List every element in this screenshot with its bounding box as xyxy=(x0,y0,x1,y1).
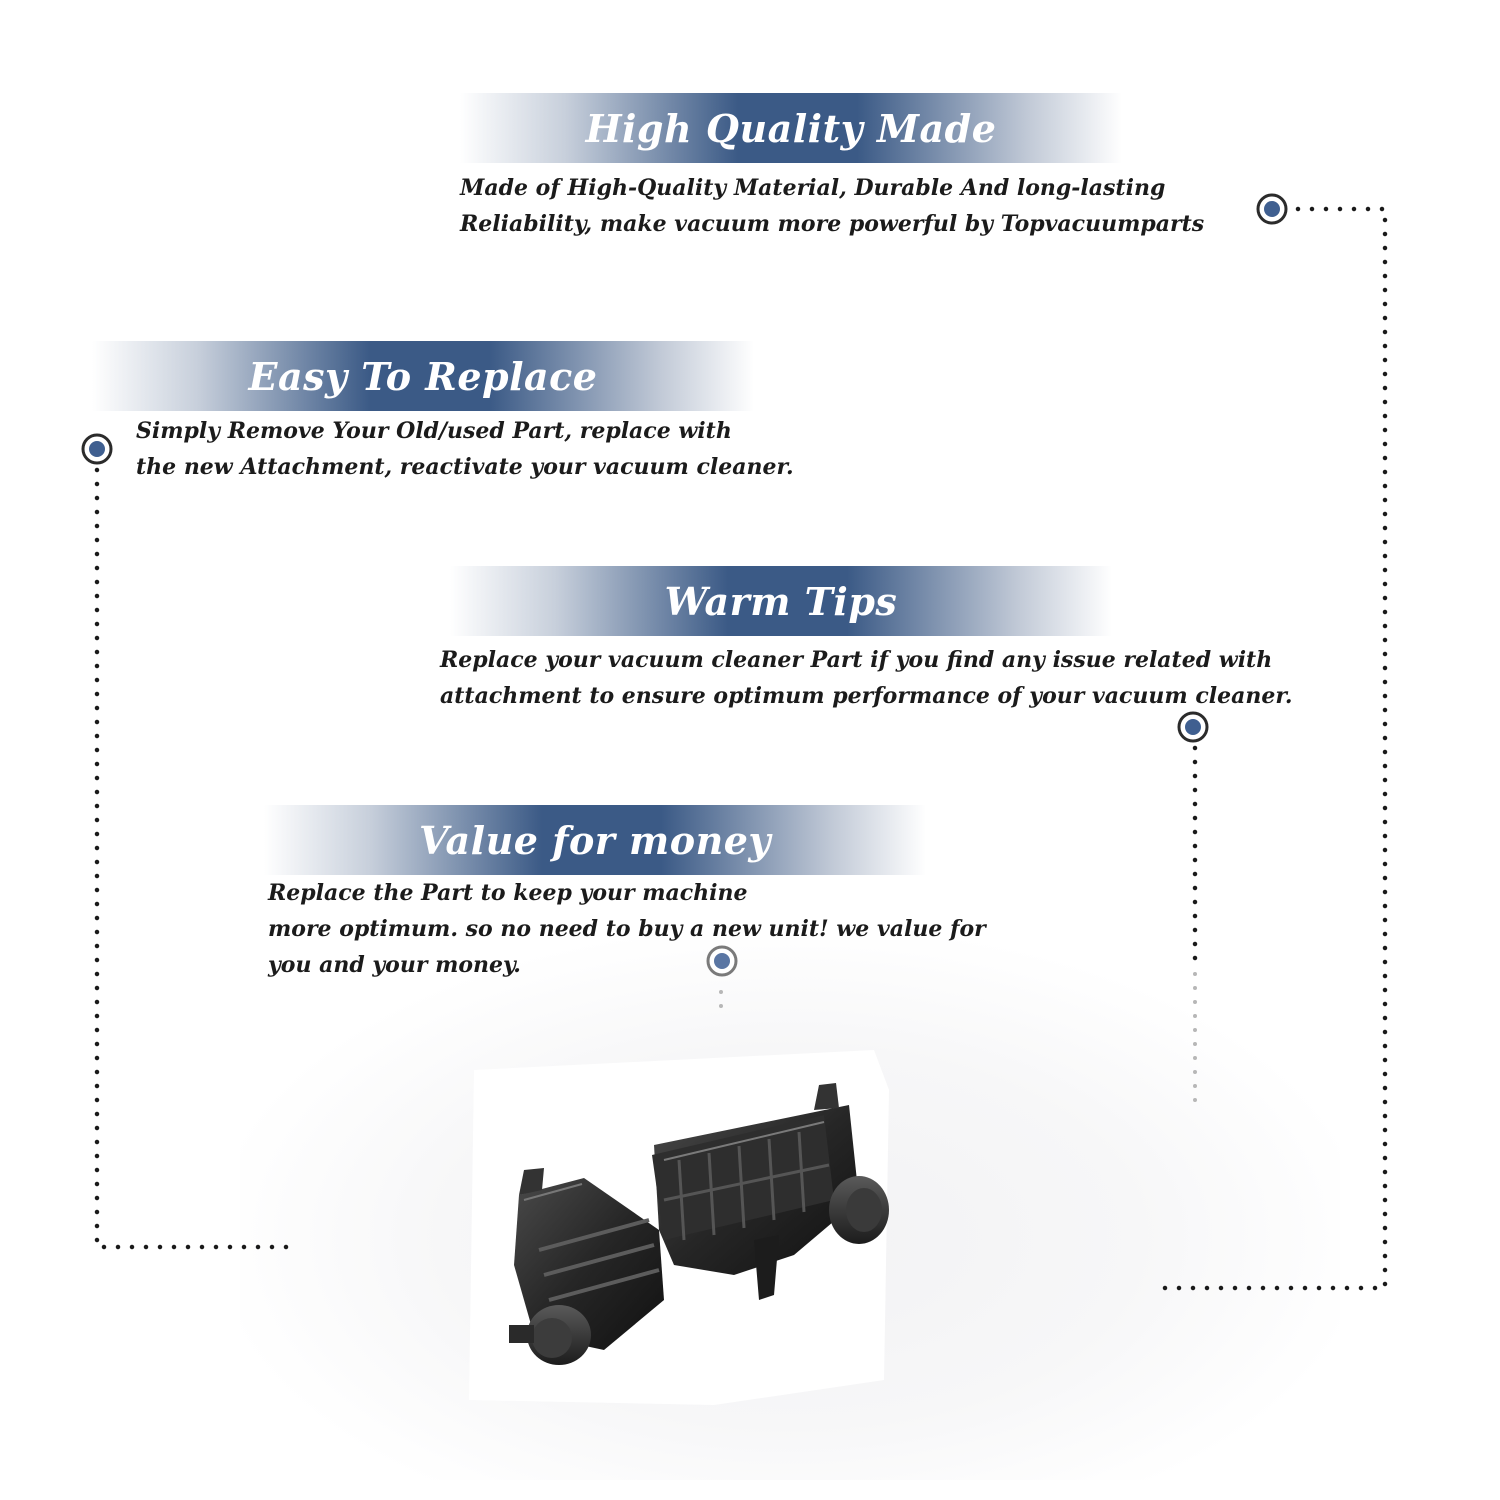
banner-easy-replace: Easy To Replace xyxy=(92,341,754,411)
desc-line: Reliability, make vacuum more powerful b… xyxy=(460,211,1205,237)
banner-warm-tips: Warm Tips xyxy=(450,566,1112,636)
title-value-money: Value for money xyxy=(419,817,771,863)
desc-high-quality: Made of High-Quality Material, Durable A… xyxy=(460,170,1204,242)
dotted-connector-left xyxy=(94,467,295,1250)
desc-line: Replace the Part to keep your machine xyxy=(268,880,748,906)
desc-line: Simply Remove Your Old/used Part, replac… xyxy=(136,418,732,444)
desc-line: more optimum. so no need to buy a new un… xyxy=(268,916,986,942)
desc-easy-replace: Simply Remove Your Old/used Part, replac… xyxy=(136,413,794,485)
desc-line: you and your money. xyxy=(268,952,521,978)
banner-high-quality: High Quality Made xyxy=(460,93,1122,163)
desc-warm-tips: Replace your vacuum cleaner Part if you … xyxy=(440,642,1293,714)
title-easy-replace: Easy To Replace xyxy=(248,353,598,399)
desc-value-money: Replace the Part to keep your machine mo… xyxy=(268,875,986,983)
desc-line: Made of High-Quality Material, Durable A… xyxy=(460,175,1166,201)
dotted-connector-right xyxy=(1152,206,1388,1291)
marker-warm-tips xyxy=(1177,711,1209,743)
banner-value-money: Value for money xyxy=(264,805,926,875)
marker-easy-replace xyxy=(81,433,113,465)
desc-line: attachment to ensure optimum performance… xyxy=(440,683,1293,709)
marker-value-money xyxy=(706,945,738,977)
desc-line: Replace your vacuum cleaner Part if you … xyxy=(440,647,1273,673)
title-warm-tips: Warm Tips xyxy=(664,578,898,624)
title-high-quality: High Quality Made xyxy=(585,105,997,151)
desc-line: the new Attachment, reactivate your vacu… xyxy=(136,454,794,480)
marker-high-quality xyxy=(1256,193,1288,225)
vacuum-part-clip-icon xyxy=(469,1050,889,1405)
